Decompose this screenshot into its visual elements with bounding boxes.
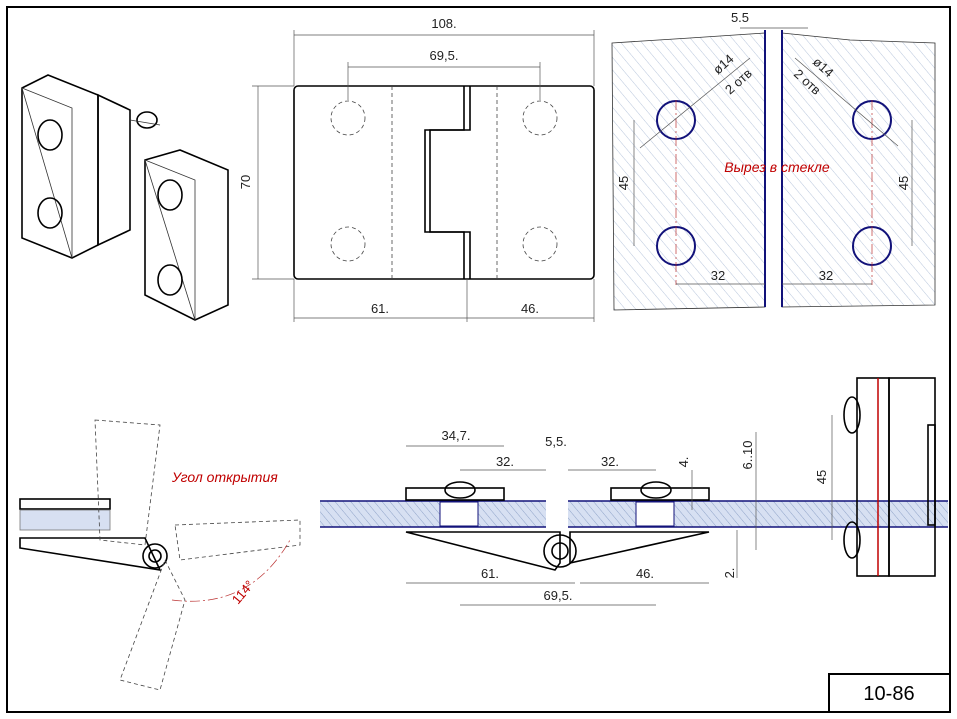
dim-horiz-right: 32: [819, 268, 833, 283]
dim-side-left-leaf: 61.: [481, 566, 499, 581]
opening-angle-value: 114°: [229, 577, 257, 607]
dim-plate-thickness: 4.: [676, 457, 691, 468]
dim-vert-right: 45: [896, 176, 911, 190]
opening-angle-label: Угол открытия: [171, 469, 278, 485]
dim-right-leaf: 46.: [521, 301, 539, 316]
dim-glass-thickness: 6..10: [740, 441, 755, 470]
drawing-code: 10-86: [863, 683, 914, 705]
dim-hole-spacing: 69,5.: [430, 48, 459, 63]
title-block: [828, 673, 951, 713]
glass-cutout-label: Вырез в стекле: [724, 159, 830, 175]
dim-end-height: 45: [814, 470, 829, 484]
drawing-frame: [6, 6, 951, 713]
dim-side-hole-spacing: 69,5.: [544, 588, 573, 603]
dim-glass-gap: 5.5: [731, 10, 749, 25]
dim-side-right-leaf: 46.: [636, 566, 654, 581]
dim-height: 70: [238, 175, 253, 189]
opening-angle-view: Угол открытия 114°: [19, 419, 301, 691]
dim-vert-left: 45: [616, 176, 631, 190]
dim-side-gap: 5,5.: [545, 434, 567, 449]
dim-horiz-left: 32: [711, 268, 725, 283]
dim-right-offset: 32.: [601, 454, 619, 469]
dim-left-offset: 32.: [496, 454, 514, 469]
top-view: 108. 69,5. 70 61. 46.: [238, 16, 595, 322]
dim-width-total: 108.: [431, 16, 456, 31]
end-view: 45: [814, 377, 936, 577]
side-section-view: 34,7. 5,5. 32. 32. 4. 6..10 2. 61. 46. 6…: [320, 428, 948, 606]
dim-left-leaf: 61.: [371, 301, 389, 316]
isometric-hinge-view: [21, 74, 229, 321]
dim-clearance: 2.: [722, 568, 737, 579]
dim-plate-width: 34,7.: [442, 428, 471, 443]
glass-cutout-view: 5.5 ø14 2 отв ø14 2 отв Вырез в стекле 4…: [611, 10, 936, 311]
